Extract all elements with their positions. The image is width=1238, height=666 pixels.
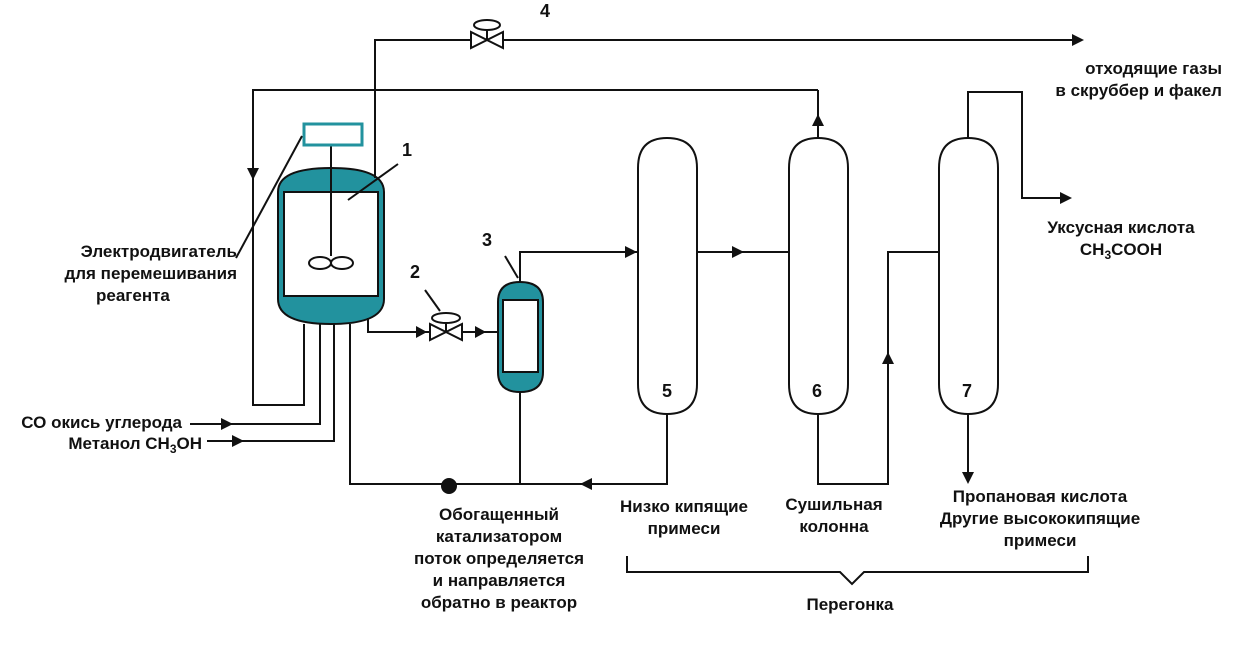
drying-label: Сушильная колонна [774, 494, 894, 538]
column-7 [938, 136, 999, 416]
column7-number: 7 [962, 381, 973, 401]
piping [190, 39, 1089, 586]
valve-4 [470, 19, 504, 50]
product-formula-sub: 3 [1104, 248, 1112, 262]
column-5 [637, 136, 698, 416]
motor-label-line3: реагента [96, 286, 170, 305]
heavy-ends-label-line2: Другие высококипящие [939, 509, 1141, 528]
agitator-blade-left [308, 256, 332, 270]
motor-box [302, 122, 364, 147]
heavy-ends-label-line3: примеси [1003, 531, 1077, 550]
valve-2-actuator [431, 312, 461, 324]
methanol-suffix: OH [176, 434, 203, 453]
arrow-to-column6 [732, 246, 744, 258]
arrow-recycle-down [247, 168, 259, 180]
product-label: Уксусная кислота CH3COOH [1036, 217, 1206, 262]
low-boil-label-line2: примеси [647, 519, 721, 538]
arrow-to-column5 [625, 246, 637, 258]
valve-4-body [470, 30, 490, 50]
column5-number: 5 [662, 381, 673, 401]
flash-leader-line [504, 255, 519, 279]
co-feed-label: СО окись углерода [21, 413, 182, 432]
flash-to-column5-line [519, 251, 638, 282]
valve-2-body [429, 322, 449, 342]
recycle-top-line [252, 89, 818, 406]
catalyst-label-line2: катализатором [435, 527, 563, 546]
valve-4-body-b [484, 30, 504, 50]
arrow-co-feed [221, 418, 233, 430]
methanol-feed-label: Метанол CH3OH [68, 433, 202, 456]
catalyst-label-line5: обратно в реактор [420, 593, 578, 612]
motor-label: Электродвигатель для перемешивания [64, 241, 237, 285]
valve-4-actuator [473, 19, 501, 31]
arrow-to-flash [475, 326, 486, 338]
offgas-label-line2: в скруббер и факел [1055, 81, 1222, 100]
arrow-product-out [1060, 192, 1072, 204]
catalyst-label-line1: Обогащенный [439, 505, 559, 524]
heavy-ends-label-line1: Пропановая кислота [952, 487, 1128, 506]
offgas-label: отходящие газы в скруббер и факел [1055, 58, 1222, 102]
gas-valve-number: 4 [540, 1, 551, 21]
junction-point [441, 478, 457, 494]
column6-to-column7-line [817, 251, 939, 485]
methanol-prefix: Метанол CH [68, 434, 170, 453]
reactor-leader-line [347, 163, 399, 201]
methanol-subscript: 3 [169, 442, 177, 456]
reactor-vessel [277, 146, 385, 326]
drying-label-line1: Сушильная [785, 495, 883, 514]
reactor-outlet-line [367, 318, 430, 333]
flash-vessel-window [502, 299, 539, 373]
arrow-column6-up [812, 114, 824, 126]
valve-number: 2 [410, 262, 421, 282]
catalyst-label-line4: и направляется [432, 571, 566, 590]
drying-label-line2: колонна [799, 517, 869, 536]
product-formula-b: COOH [1111, 240, 1163, 259]
catalyst-return-line [349, 324, 668, 485]
arrow-column6-to-7 [882, 352, 894, 364]
flash-vessel [497, 280, 544, 394]
catalyst-label-line3: поток определяется [413, 549, 585, 568]
low-boil-label-line1: Низко кипящие [620, 497, 748, 516]
column-6 [788, 136, 849, 416]
catalyst-label: Обогащенный катализатором поток определя… [399, 504, 599, 614]
arrow-heavy-down [962, 472, 974, 484]
heavy-ends-label: Пропановая кислота Другие высококипящие … [930, 486, 1150, 552]
column7-top-line [967, 91, 1070, 199]
column6-number: 6 [812, 381, 823, 401]
co-feed-line [190, 324, 321, 425]
flash-number: 3 [482, 230, 493, 250]
offgas-label-line1: отходящие газы [1085, 59, 1222, 78]
motor-label-line2: для перемешивания [64, 264, 237, 283]
valve-2 [424, 289, 463, 342]
valve-2-leader [424, 289, 441, 312]
agitator-blade-right [330, 256, 354, 270]
low-boil-label: Низко кипящие примеси [604, 496, 764, 540]
arrow-methanol-feed [232, 435, 244, 447]
product-formula-a: CH [1079, 240, 1105, 259]
motor-leader-line [235, 135, 303, 259]
product-formula: CH3COOH [1036, 239, 1206, 262]
arrow-offgas-out [1072, 34, 1084, 46]
arrowheads [221, 34, 1084, 490]
reactor-number: 1 [402, 140, 413, 160]
distillation-label: Перегонка [806, 595, 894, 614]
offgas-line [374, 39, 1075, 178]
valve-2-body-b [443, 322, 463, 342]
arrow-to-valve2 [416, 326, 427, 338]
distillation-bracket [626, 556, 1089, 586]
arrow-catalyst-return [580, 478, 592, 490]
product-label-line1: Уксусная кислота [1047, 218, 1195, 237]
motor-label-line1: Электродвигатель [80, 242, 237, 261]
methanol-feed-line [207, 324, 335, 442]
